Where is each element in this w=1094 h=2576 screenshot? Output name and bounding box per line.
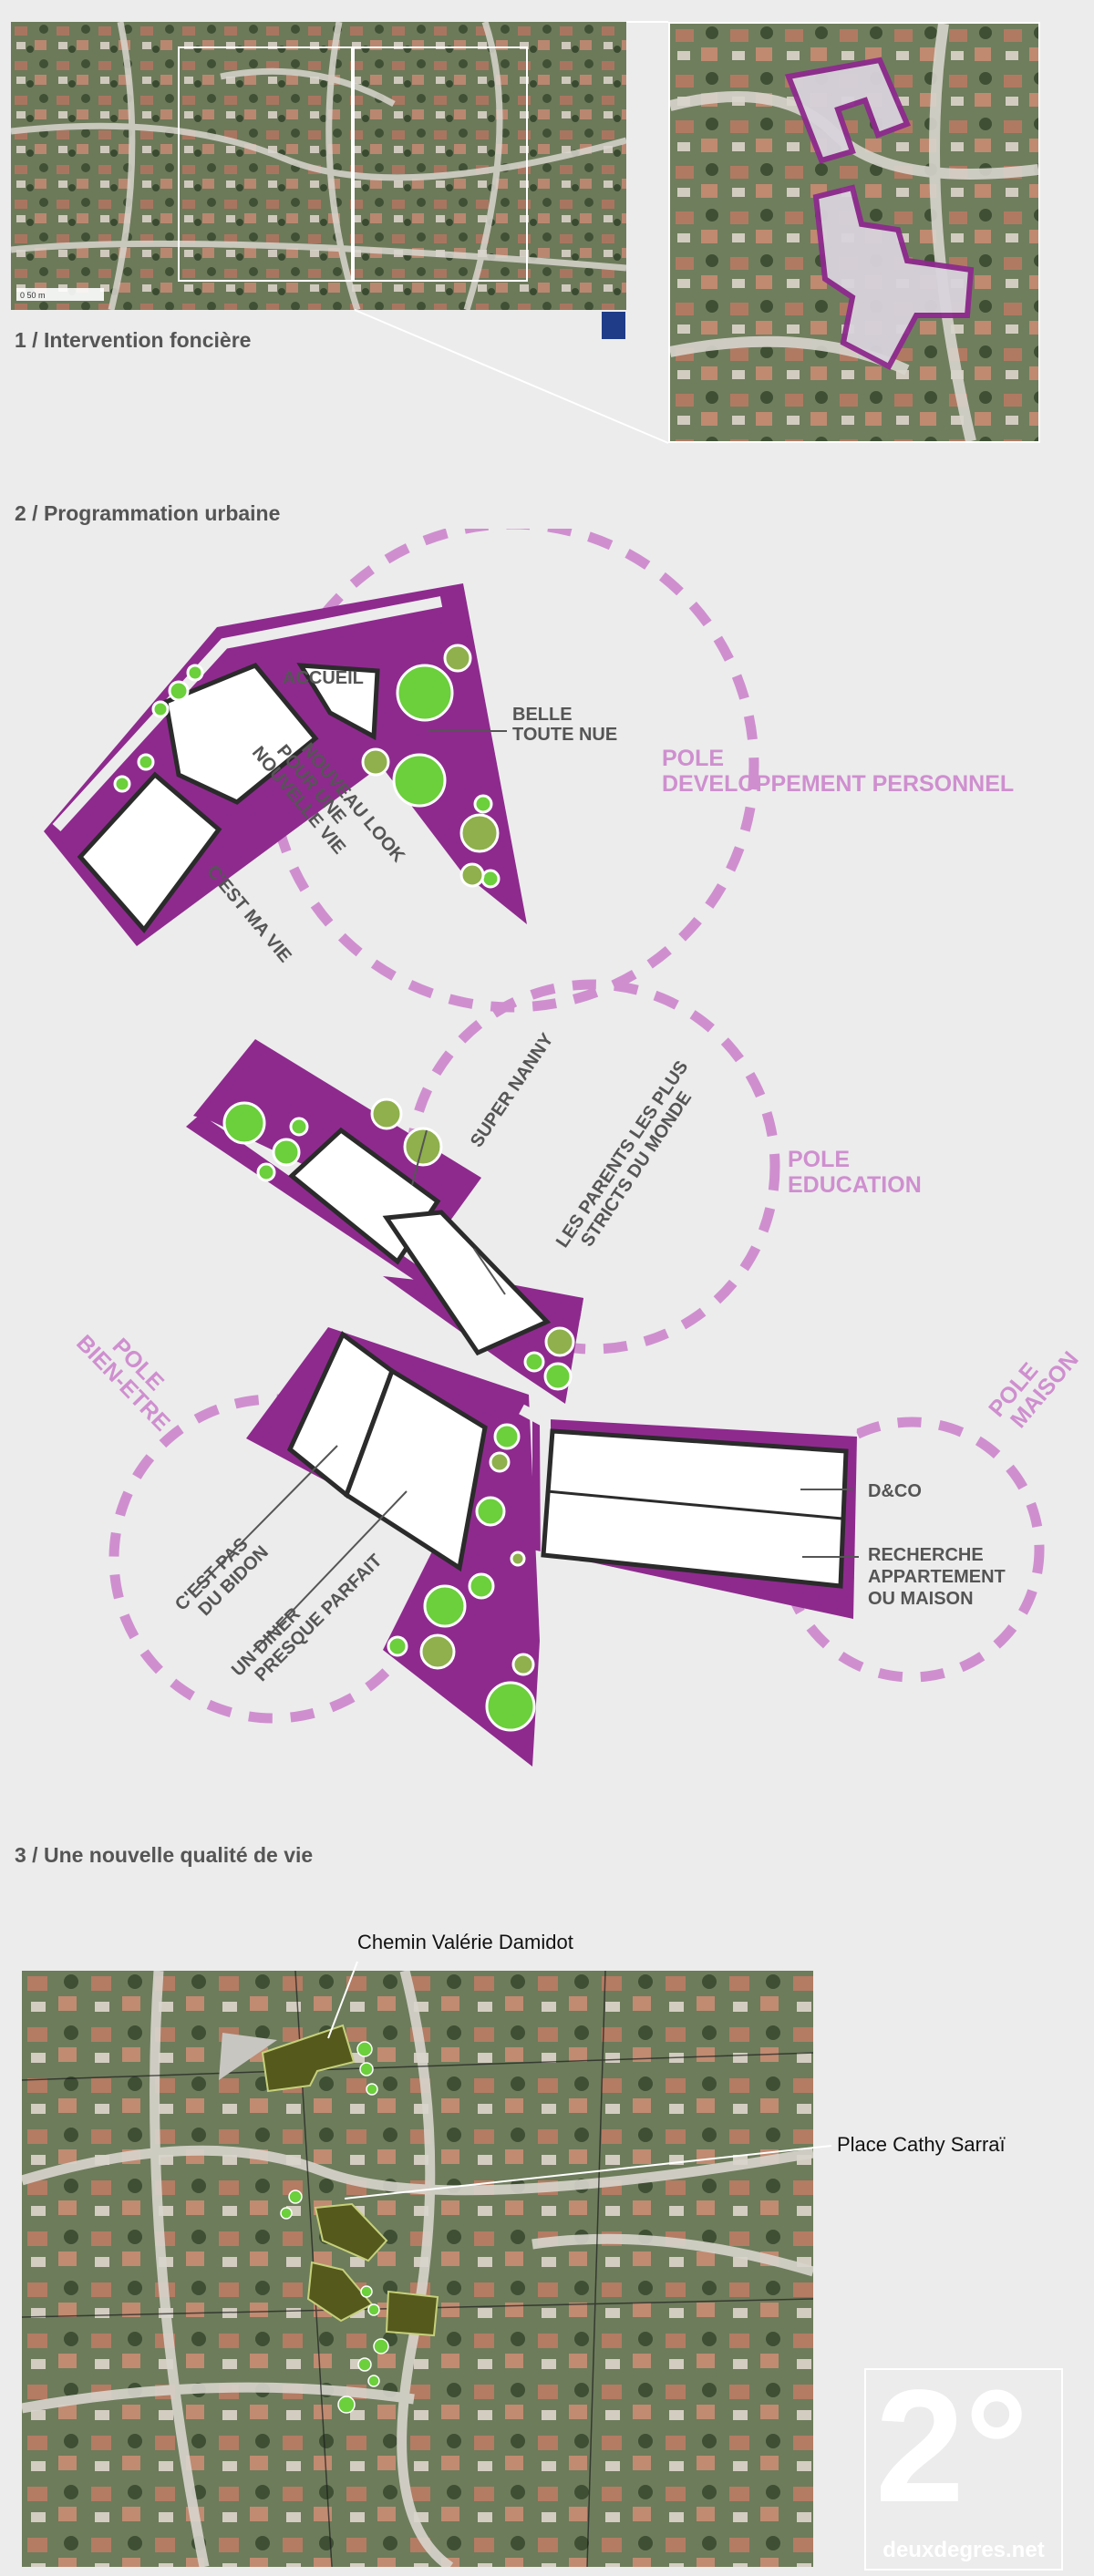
building-footprint <box>385 2290 439 2337</box>
aerial-map-overview: 0 50 m <box>11 22 626 310</box>
section-title-programmation: 2 / Programmation urbaine <box>15 501 281 525</box>
tree <box>186 664 204 682</box>
building-accueil <box>296 663 380 741</box>
tree <box>272 1138 301 1167</box>
label-accueil: ACCUEIL <box>283 668 364 688</box>
label-dco: D&CO <box>868 1481 922 1501</box>
tree <box>392 753 447 808</box>
label-pole-dev-2: DEVELOPPEMENT PERSONNEL <box>662 771 1014 797</box>
logo-mark: 2° <box>875 2357 1029 2536</box>
tree <box>468 1572 495 1600</box>
building-nouveau-look <box>163 662 319 805</box>
label-pole-edu-2: EDUCATION <box>788 1172 922 1198</box>
building-dco <box>541 1428 849 1589</box>
tree <box>489 1451 511 1473</box>
tree <box>168 680 190 702</box>
tree <box>396 664 454 722</box>
tree <box>423 1584 467 1628</box>
tree <box>493 1423 521 1450</box>
scale-bar-label: 0 50 m <box>20 291 46 300</box>
tree <box>113 775 131 793</box>
section-title-intervention: 1 / Intervention foncière <box>15 328 252 352</box>
tree <box>510 1551 526 1567</box>
tree <box>544 1326 575 1357</box>
tree <box>151 700 170 718</box>
tree <box>511 1653 535 1676</box>
label-recherche-3: OU MAISON <box>868 1589 974 1609</box>
logo-url: deuxdegres.net <box>882 2538 1045 2562</box>
aerial-map-zoom <box>668 22 1040 443</box>
tree <box>459 862 485 888</box>
tree <box>137 753 155 771</box>
aerial-map-final <box>22 1971 813 2567</box>
tree <box>370 1097 403 1130</box>
caption-place: Place Cathy Sarraï <box>837 2133 1006 2156</box>
building-footprint <box>314 2202 388 2262</box>
building-cest-ma-vie <box>77 771 222 933</box>
brand-logo: 2° deuxdegres.net <box>864 2357 1063 2571</box>
label-belle-2: TOUTE NUE <box>512 725 617 745</box>
tree <box>473 794 493 814</box>
tree <box>419 1633 456 1670</box>
building-footprint <box>261 2024 356 2093</box>
tree <box>443 644 472 673</box>
tree <box>387 1635 408 1657</box>
label-pole-edu-1: POLE <box>788 1147 850 1172</box>
label-belle-1: BELLE <box>512 705 573 725</box>
building-diner <box>343 1367 488 1572</box>
label-pole-dev-1: POLE <box>662 746 724 771</box>
urban-program-diagram: ACCUEIL BELLE TOUTE NUE NOUVEAU LOOK POU… <box>44 529 1084 1767</box>
caption-chemin: Chemin Valérie Damidot <box>357 1931 573 1953</box>
tree <box>222 1101 266 1145</box>
tree <box>361 747 390 777</box>
tree <box>256 1162 276 1182</box>
tree <box>523 1351 545 1373</box>
tree <box>459 813 500 853</box>
label-recherche-1: RECHERCHE <box>868 1545 984 1565</box>
tree <box>289 1117 309 1137</box>
label-recherche-2: APPARTEMENT <box>868 1567 1006 1587</box>
section-title-qualite-de-vie: 3 / Une nouvelle qualité de vie <box>15 1843 314 1867</box>
tree <box>543 1362 573 1391</box>
map-badge-icon <box>602 312 625 339</box>
tree <box>485 1681 536 1732</box>
tree <box>475 1496 506 1527</box>
zoom-connector-lines <box>354 21 669 444</box>
pole-circle-education <box>405 979 780 1355</box>
building-parents <box>382 1210 552 1356</box>
building-footprint <box>306 2261 374 2323</box>
